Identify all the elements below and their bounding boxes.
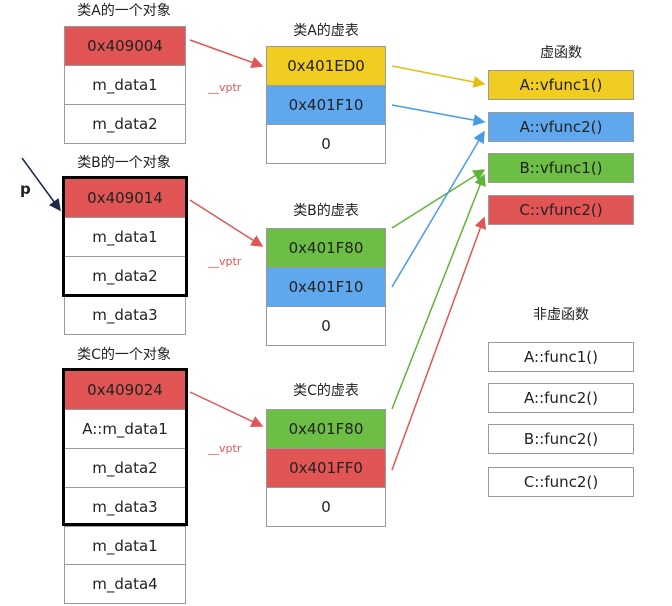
arrow-vtc-entry1 xyxy=(391,216,487,471)
object-c-member-cell: m_data4 xyxy=(64,564,186,604)
vtable-b-entry: 0x401F10 xyxy=(266,267,386,307)
arrow-vta-entry0 xyxy=(391,65,486,88)
nonvirtual-functions-title: 非虚函数 xyxy=(533,307,589,323)
object-b-member-cell: m_data3 xyxy=(64,295,186,335)
vtable-b-title: 类B的虚表 xyxy=(293,203,359,219)
arrow-obj-c-to-vtable-c xyxy=(189,391,264,427)
vtable-c-entry: 0x401FF0 xyxy=(266,448,386,488)
virtual-function-box: A::vfunc2() xyxy=(488,112,634,142)
virtual-functions-title: 虚函数 xyxy=(540,45,582,61)
object-c-title: 类C的一个对象 xyxy=(77,347,171,363)
pointer-p-label: p xyxy=(20,180,31,198)
object-c-member-cell: A::m_data1 xyxy=(64,409,186,449)
object-a-member-cell: m_data2 xyxy=(64,104,186,144)
vtable-a-title: 类A的虚表 xyxy=(293,23,359,39)
arrow-obj-a-to-vtable-a xyxy=(189,39,264,69)
virtual-function-box: B::vfunc1() xyxy=(488,153,634,183)
vptr-label-a: __vptr xyxy=(208,81,242,94)
virtual-function-box: A::vfunc1() xyxy=(488,70,634,100)
arrow-vta-entry1 xyxy=(391,104,486,126)
nonvirtual-function-box: C::func2() xyxy=(488,467,634,497)
vtable-a-entry: 0x401ED0 xyxy=(266,46,386,86)
object-b-member-cell: m_data1 xyxy=(64,217,186,257)
vtable-b-entry: 0 xyxy=(266,306,386,346)
virtual-function-box: C::vfunc2() xyxy=(488,195,634,225)
object-b-title: 类B的一个对象 xyxy=(77,155,171,171)
object-a-member-cell: m_data1 xyxy=(64,65,186,105)
nonvirtual-function-box: A::func1() xyxy=(488,342,634,372)
vtable-c-entry: 0 xyxy=(266,487,386,527)
arrow-vtb-entry0 xyxy=(391,169,486,229)
arrow-pointer-p xyxy=(21,157,61,212)
vtable-c-title: 类C的虚表 xyxy=(293,383,359,399)
object-c-member-cell: m_data1 xyxy=(64,526,186,566)
vtable-a-entry: 0x401F10 xyxy=(266,85,386,125)
object-b-member-cell: m_data2 xyxy=(64,256,186,296)
arrow-vtb-entry1 xyxy=(391,130,485,288)
vptr-label-b: __vptr xyxy=(208,255,242,268)
arrow-vtc-entry0 xyxy=(391,173,486,410)
nonvirtual-function-box: B::func2() xyxy=(488,424,634,454)
vtable-a-entry: 0 xyxy=(266,124,386,164)
vtable-b-entry: 0x401F80 xyxy=(266,228,386,268)
arrow-obj-b-to-vtable-b xyxy=(189,199,264,247)
vtable-c-entry: 0x401F80 xyxy=(266,409,386,449)
object-a-title: 类A的一个对象 xyxy=(77,3,171,19)
nonvirtual-function-box: A::func2() xyxy=(488,383,634,413)
vptr-label-c: __vptr xyxy=(208,442,242,455)
